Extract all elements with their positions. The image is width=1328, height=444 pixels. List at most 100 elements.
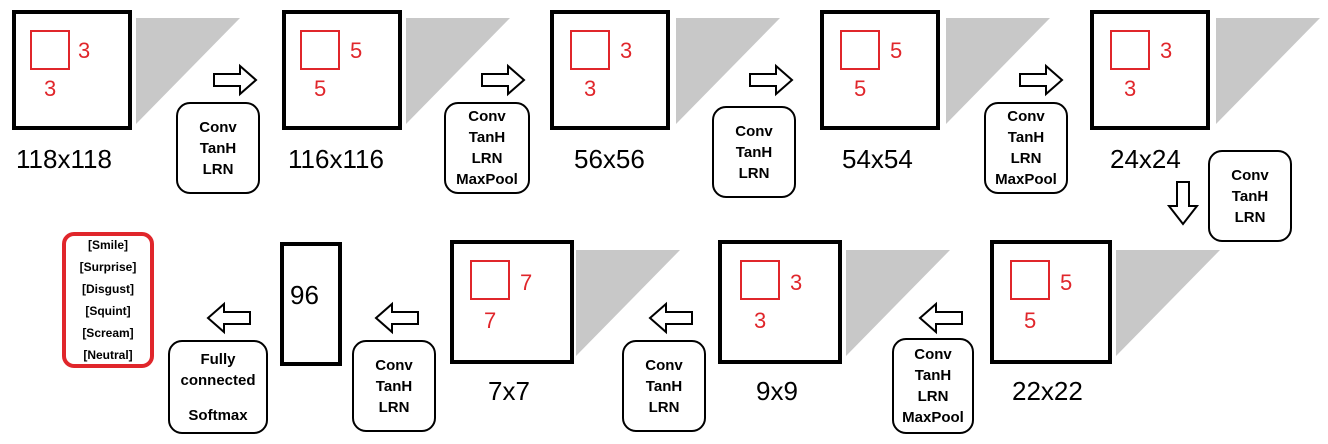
op-line: MaxPool: [995, 171, 1057, 188]
op-box-conv-pool: Conv TanH LRN MaxPool: [984, 102, 1068, 194]
kernel-width: 3: [790, 270, 803, 295]
kernel-height: 7: [484, 308, 497, 333]
op-line: Conv: [645, 356, 683, 374]
map-size-label: 116x116: [288, 144, 384, 174]
feature-wedge: [946, 18, 1050, 124]
arrow-down-icon: [1166, 181, 1200, 226]
class-label: [Disgust]: [82, 282, 134, 296]
feature-wedge: [576, 250, 680, 356]
fc-line: connected: [180, 371, 256, 389]
arrow-right-icon: [1019, 63, 1064, 97]
kernel-height: 3: [44, 76, 57, 101]
arrow-left-icon: [374, 301, 419, 335]
op-line: TanH: [1231, 187, 1269, 205]
op-line: Conv: [914, 346, 952, 363]
map-size-label: 118x118: [16, 144, 112, 174]
op-line: LRN: [738, 164, 770, 182]
feature-wedge: [1216, 18, 1320, 124]
output-classes-box: [Smile] [Surprise] [Disgust] [Squint] [S…: [62, 232, 154, 368]
kernel-width: 3: [1160, 38, 1173, 63]
kernel-width: 3: [620, 38, 633, 63]
kernel-width: 3: [78, 38, 91, 63]
arrow-left-icon: [648, 301, 693, 335]
class-label: [Neutral]: [83, 348, 133, 362]
kernel-width: 5: [350, 38, 363, 63]
kernel-square: [470, 260, 510, 300]
feature-map-56: [550, 10, 670, 130]
feature-wedge: [136, 18, 240, 124]
map-size-label: 24x24: [1110, 144, 1181, 174]
map-size-label: 9x9: [756, 376, 798, 406]
kernel-square: [840, 30, 880, 70]
kernel-height: 3: [584, 76, 597, 101]
op-box-conv: Conv TanH LRN: [622, 340, 706, 432]
op-line: TanH: [914, 367, 952, 384]
vector-box: [280, 242, 342, 366]
kernel-square: [1110, 30, 1150, 70]
op-line: MaxPool: [902, 409, 964, 426]
op-line: TanH: [199, 139, 237, 157]
op-box-conv-pool: Conv TanH LRN MaxPool: [892, 338, 974, 434]
feature-wedge: [846, 250, 950, 356]
feature-map-22: [990, 240, 1112, 364]
feature-map-24: [1090, 10, 1210, 130]
feature-wedge: [406, 18, 510, 124]
kernel-height: 5: [1024, 308, 1037, 333]
kernel-height: 5: [314, 76, 327, 101]
feature-wedge: [676, 18, 780, 124]
op-box-conv-pool: Conv TanH LRN MaxPool: [444, 102, 530, 194]
op-box-conv: Conv TanH LRN: [712, 106, 796, 198]
op-line: TanH: [468, 129, 506, 146]
arrow-left-icon: [206, 301, 251, 335]
kernel-height: 5: [854, 76, 867, 101]
arrow-right-icon: [749, 63, 794, 97]
feature-map-9: [718, 240, 842, 364]
class-label: [Scream]: [82, 326, 134, 340]
kernel-height: 3: [1124, 76, 1137, 101]
kernel-width: 5: [1060, 270, 1073, 295]
vector-size-label: 96: [290, 280, 319, 310]
op-line: TanH: [1007, 129, 1045, 146]
op-box-conv: Conv TanH LRN: [352, 340, 436, 432]
arrow-right-icon: [213, 63, 258, 97]
op-line: LRN: [1010, 150, 1042, 167]
op-line: Conv: [1231, 166, 1269, 184]
map-size-label: 54x54: [842, 144, 913, 174]
kernel-square: [30, 30, 70, 70]
feature-wedge: [1116, 250, 1220, 356]
feature-map-7: [450, 240, 574, 364]
class-label: [Squint]: [85, 304, 131, 318]
op-line: LRN: [648, 398, 680, 416]
op-line: LRN: [1234, 208, 1266, 226]
op-line: Conv: [735, 122, 773, 140]
op-line: LRN: [471, 150, 503, 167]
kernel-square: [570, 30, 610, 70]
map-size-label: 22x22: [1012, 376, 1083, 406]
kernel-height: 3: [754, 308, 767, 333]
feature-map-118: [12, 10, 132, 130]
fc-line: Fully: [200, 350, 236, 368]
kernel-square: [300, 30, 340, 70]
op-line: LRN: [378, 398, 410, 416]
op-line: MaxPool: [456, 171, 518, 188]
op-line: TanH: [735, 143, 773, 161]
class-label: [Surprise]: [79, 260, 137, 274]
op-line: Conv: [468, 108, 506, 125]
fc-line: Softmax: [188, 406, 248, 424]
op-box-conv: Conv TanH LRN: [176, 102, 260, 194]
kernel-square: [740, 260, 780, 300]
op-line: Conv: [199, 118, 237, 136]
op-line: LRN: [202, 160, 234, 178]
op-line: LRN: [917, 388, 949, 405]
feature-map-54: [820, 10, 940, 130]
op-line: TanH: [375, 377, 413, 395]
op-line: TanH: [645, 377, 683, 395]
op-line: Conv: [375, 356, 413, 374]
map-size-label: 56x56: [574, 144, 645, 174]
op-line: Conv: [1007, 108, 1045, 125]
op-box-fully-connected: Fully connected Softmax: [168, 340, 268, 434]
kernel-width: 7: [520, 270, 533, 295]
arrow-left-icon: [918, 301, 963, 335]
kernel-width: 5: [890, 38, 903, 63]
